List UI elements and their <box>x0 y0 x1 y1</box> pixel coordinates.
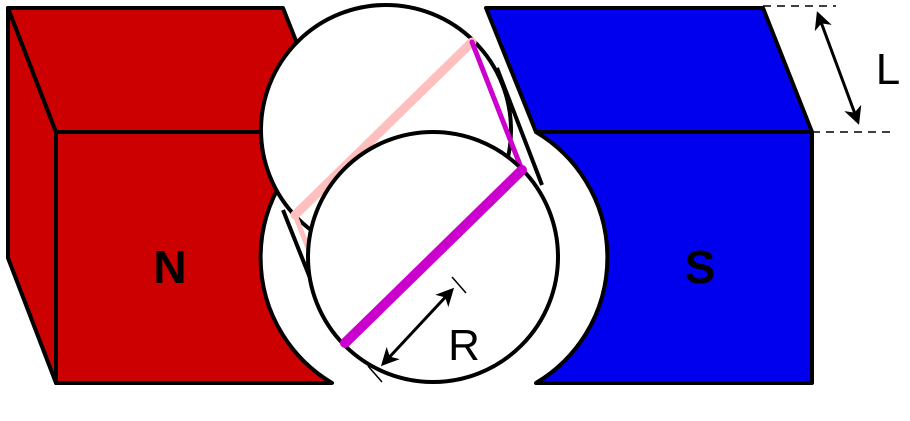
north-pole-label: N <box>153 241 186 293</box>
south-magnet-front-face <box>534 130 814 385</box>
loop-front-edge <box>340 165 527 348</box>
loop-back-edge-top <box>290 37 477 220</box>
north-magnet: N <box>6 6 334 385</box>
loop-side-edge-right <box>469 39 525 173</box>
radius-arrow <box>380 287 455 367</box>
south-pole-label: S <box>685 241 716 293</box>
length-arrow <box>814 11 862 125</box>
length-label: L <box>876 45 900 94</box>
south-magnet-top-face <box>484 6 814 134</box>
radius-dimension: R <box>367 276 480 383</box>
radius-label: R <box>448 321 480 370</box>
rotor-side-right <box>495 67 544 186</box>
radius-tick-outer <box>367 365 383 383</box>
south-magnet: S <box>484 6 814 385</box>
radius-tick-inner <box>451 276 467 294</box>
rotor-cylinder <box>259 3 560 384</box>
length-dimension: L <box>763 5 900 133</box>
